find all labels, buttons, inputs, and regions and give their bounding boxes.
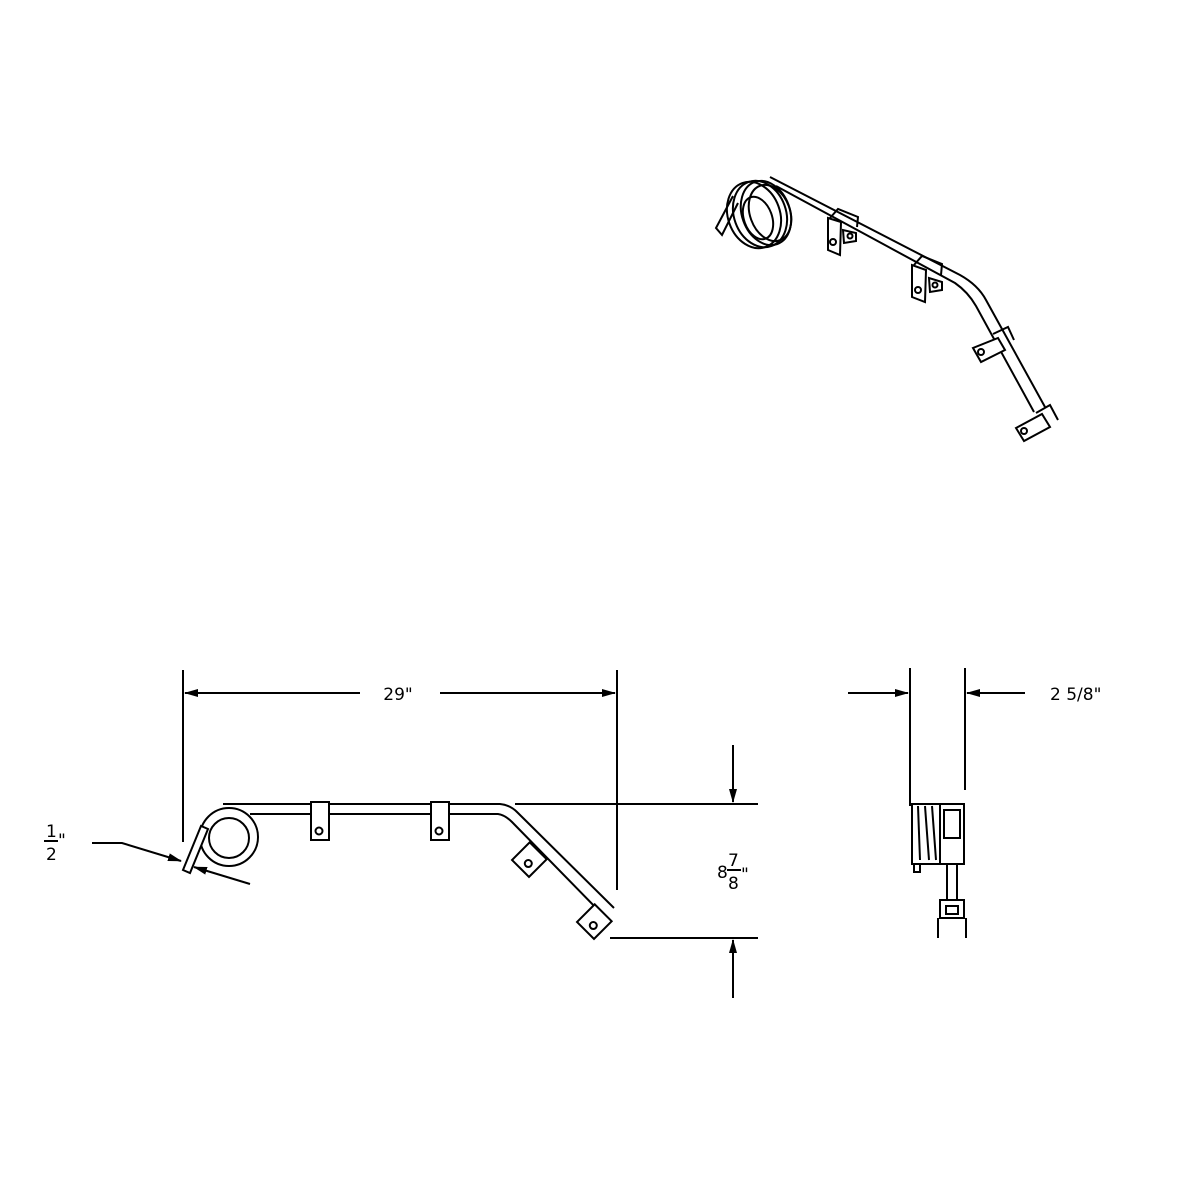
height-numerator: 7 xyxy=(728,851,739,871)
dimension-width: 2 5/8" xyxy=(848,668,1101,806)
front-rod-top xyxy=(223,803,615,909)
iso-rod-bottom xyxy=(775,185,1035,413)
width-label: 2 5/8" xyxy=(1050,685,1101,705)
front-bracket-4 xyxy=(575,902,614,941)
height-denominator: 8 xyxy=(728,874,739,894)
iso-bracket-4 xyxy=(1014,403,1059,443)
dimension-length: 29" xyxy=(182,670,618,890)
iso-coil xyxy=(714,179,793,250)
height-unit: " xyxy=(741,865,749,885)
dimension-thickness: 1 2 " xyxy=(44,822,251,885)
front-bracket-3 xyxy=(510,840,549,879)
front-coil-inner xyxy=(208,817,250,859)
dimension-height: 8 7 8 " xyxy=(515,745,758,998)
thickness-unit: " xyxy=(58,831,66,851)
iso-bracket-3 xyxy=(971,325,1015,364)
iso-bracket-1 xyxy=(827,207,860,257)
front-view xyxy=(181,801,615,941)
length-label: 29" xyxy=(383,685,412,705)
isometric-view xyxy=(714,176,1059,443)
front-tine-end xyxy=(181,824,210,875)
thickness-numerator: 1 xyxy=(46,822,57,842)
thickness-denominator: 2 xyxy=(46,845,57,865)
side-view xyxy=(911,803,967,938)
front-bracket-1 xyxy=(310,801,330,841)
side-bracket-bottom xyxy=(939,899,965,919)
iso-bracket-2 xyxy=(911,254,944,304)
front-bracket-2 xyxy=(430,801,450,841)
height-whole: 8 xyxy=(717,863,728,883)
front-rod-bottom xyxy=(250,813,603,915)
iso-rod-top xyxy=(769,176,1046,408)
